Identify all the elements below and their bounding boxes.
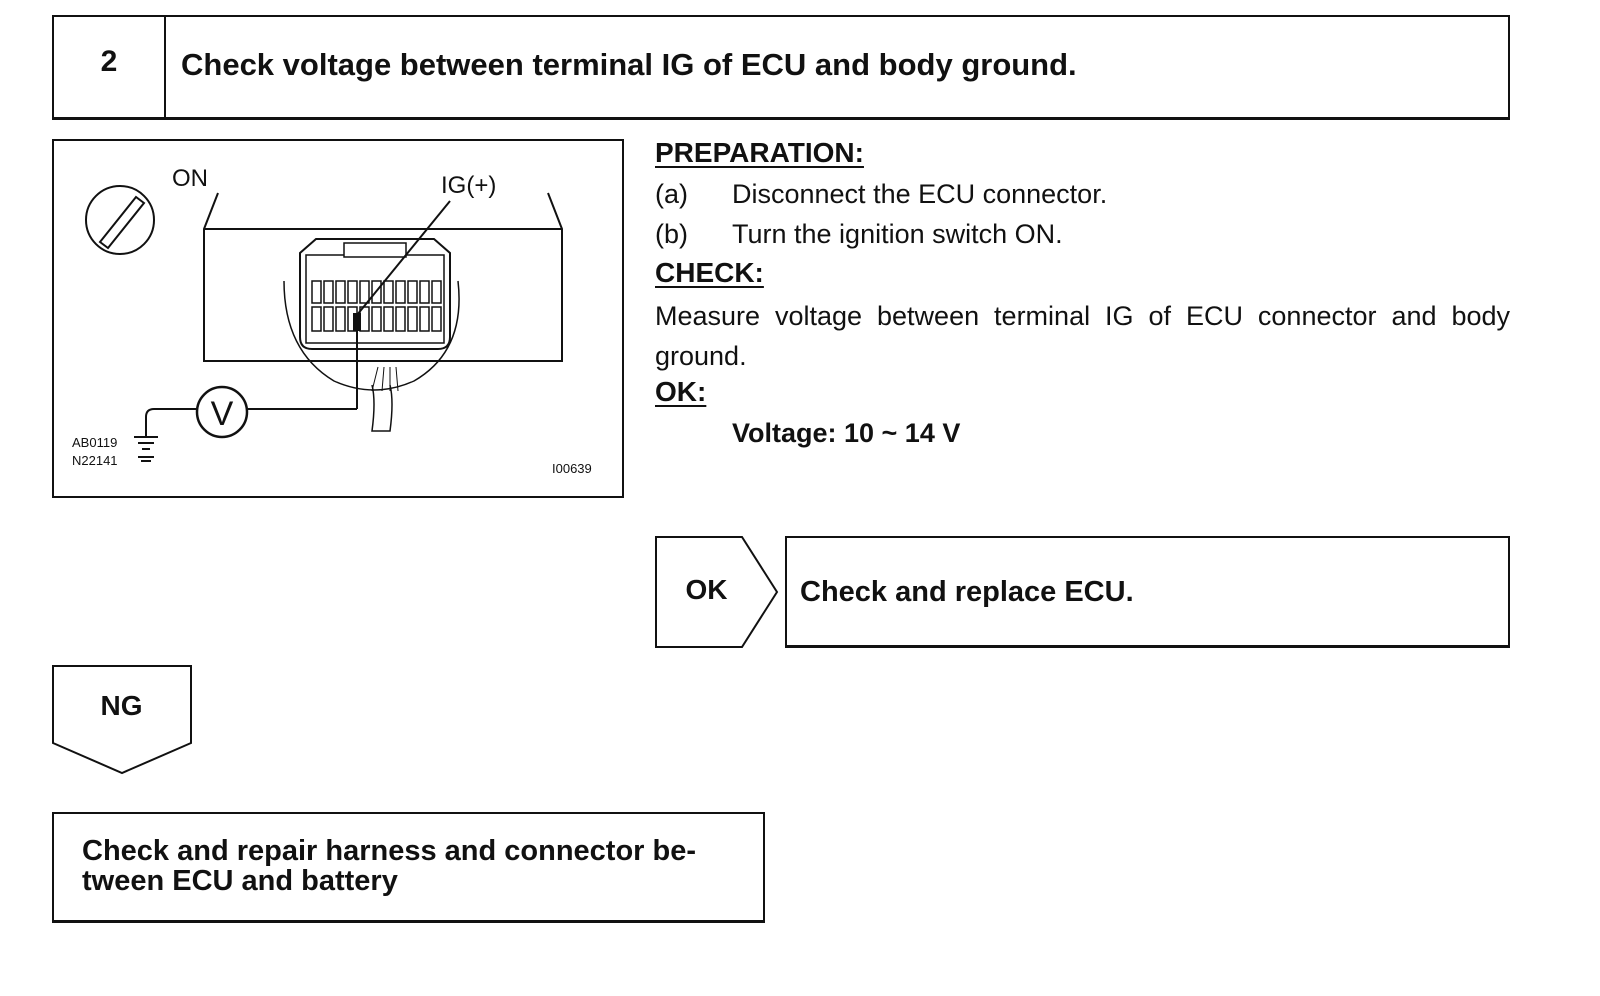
voltmeter-label: V — [211, 395, 234, 433]
step-title: Check voltage between terminal IG of ECU… — [181, 47, 1077, 82]
figure-code-2: N22141 — [72, 453, 118, 468]
ok-branch-label: OK — [685, 574, 728, 605]
voltage-spec: Voltage: 10 ~ 14 V — [732, 418, 961, 448]
ok-heading: OK: — [655, 376, 707, 407]
step-number-cell — [52, 15, 166, 120]
ng-arrow-shape — [52, 665, 192, 775]
preparation-item-b-text: Turn the ignition switch ON. — [732, 219, 1063, 249]
preparation-heading: PREPARATION: — [655, 137, 864, 168]
ground-icon — [134, 436, 158, 462]
figure-code-1: AB0119 — [72, 435, 117, 450]
ng-result-box — [52, 812, 765, 923]
check-heading: CHECK: — [655, 257, 764, 288]
test-lead — [145, 325, 358, 437]
ecu-body — [203, 192, 563, 362]
preparation-item-b-letter: (b) — [655, 219, 688, 249]
preparation-item-a-text: Disconnect the ECU connector. — [732, 179, 1108, 209]
figure-code-3: I00639 — [552, 461, 592, 476]
ng-result-text: Check and repair harness and connector b… — [82, 836, 742, 896]
ng-result-line-1: Check and repair harness and connector b… — [82, 835, 697, 867]
connector-icon — [283, 200, 460, 432]
terminal-ig-label: IG(+) — [441, 172, 496, 199]
ng-result-line-2: tween ECU and battery — [82, 865, 398, 897]
wiring-figure: ON IG(+) — [52, 139, 624, 498]
preparation-item-a-letter: (a) — [655, 179, 688, 209]
voltmeter-icon: V — [195, 385, 249, 439]
switch-on-label: ON — [172, 165, 208, 192]
ok-result-box — [785, 536, 1510, 648]
ng-branch-label: NG — [100, 690, 143, 721]
ok-result-text: Check and replace ECU. — [800, 576, 1134, 608]
ok-arrow-shape — [655, 536, 779, 648]
ignition-switch-icon — [85, 185, 155, 255]
step-number: 2 — [100, 45, 118, 78]
step-header-box — [52, 15, 1510, 120]
wiring-diagram: ON IG(+) — [72, 165, 592, 476]
check-instruction: Measure voltage between terminal IG of E… — [655, 301, 1510, 371]
